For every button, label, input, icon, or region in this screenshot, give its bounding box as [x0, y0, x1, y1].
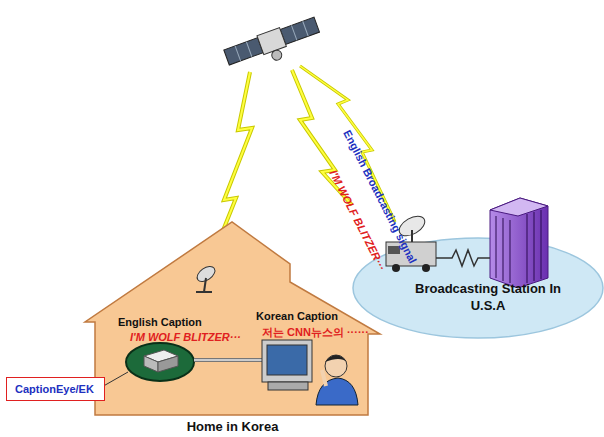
caption-device [126, 343, 194, 381]
node-text: Home in Korea [85, 419, 380, 434]
viewer [316, 355, 358, 405]
link-wire [436, 250, 490, 266]
korean-caption: 저는 CNN뉴스의 ······ [262, 325, 369, 340]
satellite [223, 15, 323, 76]
english-caption: I'M WOLF BLITZER··· [130, 331, 241, 343]
caption-heading: Korean Caption [256, 310, 338, 322]
station-ground [353, 238, 603, 338]
node-text: CaptionEye/EK [15, 383, 96, 395]
caption-heading: English Caption [118, 316, 202, 328]
node-text: Broadcasting Station In U.S.A [408, 280, 568, 314]
house [85, 222, 380, 415]
cable [194, 358, 262, 362]
station-building [490, 198, 548, 288]
tv-monitor [262, 340, 312, 390]
product-box: CaptionEye/EK [6, 377, 105, 401]
station-region: Broadcasting Station In U.S.A [408, 280, 568, 324]
home-dish [194, 263, 217, 292]
